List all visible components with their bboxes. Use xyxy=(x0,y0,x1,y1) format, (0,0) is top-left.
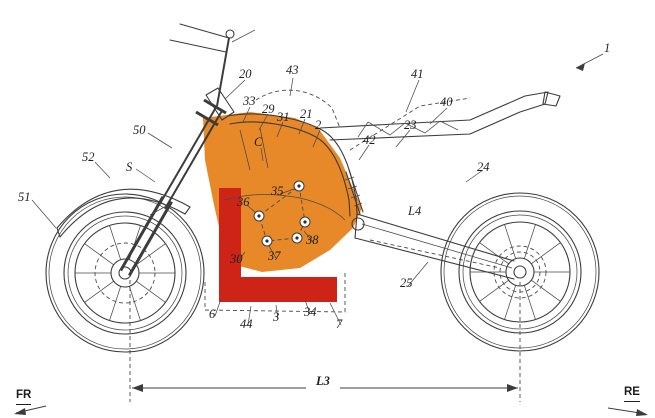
handlebar xyxy=(179,23,230,39)
ref-label-44: 44 xyxy=(240,317,253,331)
ref-label-24: 24 xyxy=(477,160,490,174)
highlight-engine-region xyxy=(203,112,362,272)
highlight-lower-region xyxy=(219,188,337,302)
lower-cowl-outline xyxy=(204,272,346,313)
ref-label-52: 52 xyxy=(82,150,95,164)
rear-shock xyxy=(344,169,364,215)
ref-label-41: 41 xyxy=(411,67,424,81)
steering-head xyxy=(205,87,235,121)
ref-label-33: 33 xyxy=(243,94,256,108)
direction-label-re: RE xyxy=(624,386,640,402)
ref-label-2: 2 xyxy=(315,118,322,132)
ref-label-42: 42 xyxy=(363,133,376,147)
ref-label-35: 35 xyxy=(271,184,284,198)
main-frame xyxy=(227,91,561,217)
phantom-outlines xyxy=(204,89,471,313)
swingarm-pivot xyxy=(351,217,365,231)
ref-label-40: 40 xyxy=(440,95,453,109)
ref-label-38: 38 xyxy=(306,233,319,247)
seat-rail-upper xyxy=(319,91,549,129)
front-fork xyxy=(119,23,256,277)
ref1-arrowhead xyxy=(576,63,585,71)
ref-label-c: C xyxy=(254,135,263,149)
ref-label-20: 20 xyxy=(239,67,252,81)
ref-label-6: 6 xyxy=(209,307,216,321)
seat-rail-lower xyxy=(329,103,546,141)
front-fender xyxy=(56,188,191,238)
fr-arrow xyxy=(14,405,47,415)
ref-label-34: 34 xyxy=(304,305,317,319)
leader-lines xyxy=(31,53,604,326)
subframe-truss xyxy=(357,120,459,138)
ref-label-l4: L4 xyxy=(408,204,422,218)
ref-label-25: 25 xyxy=(400,276,413,290)
ref-label-36: 36 xyxy=(237,195,250,209)
chain-line xyxy=(369,239,501,269)
ref-label-43: 43 xyxy=(286,63,299,77)
swingarm xyxy=(351,213,515,280)
engine-mount-points xyxy=(253,180,311,247)
dimension-l3 xyxy=(129,280,521,402)
ref-label-31: 31 xyxy=(277,110,290,124)
re-arrow xyxy=(607,407,648,416)
ref-label-1: 1 xyxy=(604,41,611,55)
ref-label-50: 50 xyxy=(133,123,146,137)
front-wheel xyxy=(45,193,205,353)
ref-label-37: 37 xyxy=(268,249,281,263)
engine-detail xyxy=(224,127,346,247)
ref-label-29: 29 xyxy=(262,102,275,116)
bar-end xyxy=(225,29,235,39)
ref-label-51: 51 xyxy=(18,190,31,204)
dimension-label-l3: L3 xyxy=(313,375,333,388)
ref-label-21: 21 xyxy=(300,107,313,121)
ref-label-23: 23 xyxy=(404,118,417,132)
airbox-outline xyxy=(255,89,341,129)
ref-label-30: 30 xyxy=(230,252,243,266)
ref-label-3: 3 xyxy=(273,310,280,324)
ref-label-s: S xyxy=(126,160,133,174)
tail-section xyxy=(542,91,561,107)
rear-wheel xyxy=(440,192,600,352)
ref-label-7: 7 xyxy=(336,317,343,331)
direction-label-fr: FR xyxy=(16,389,32,405)
